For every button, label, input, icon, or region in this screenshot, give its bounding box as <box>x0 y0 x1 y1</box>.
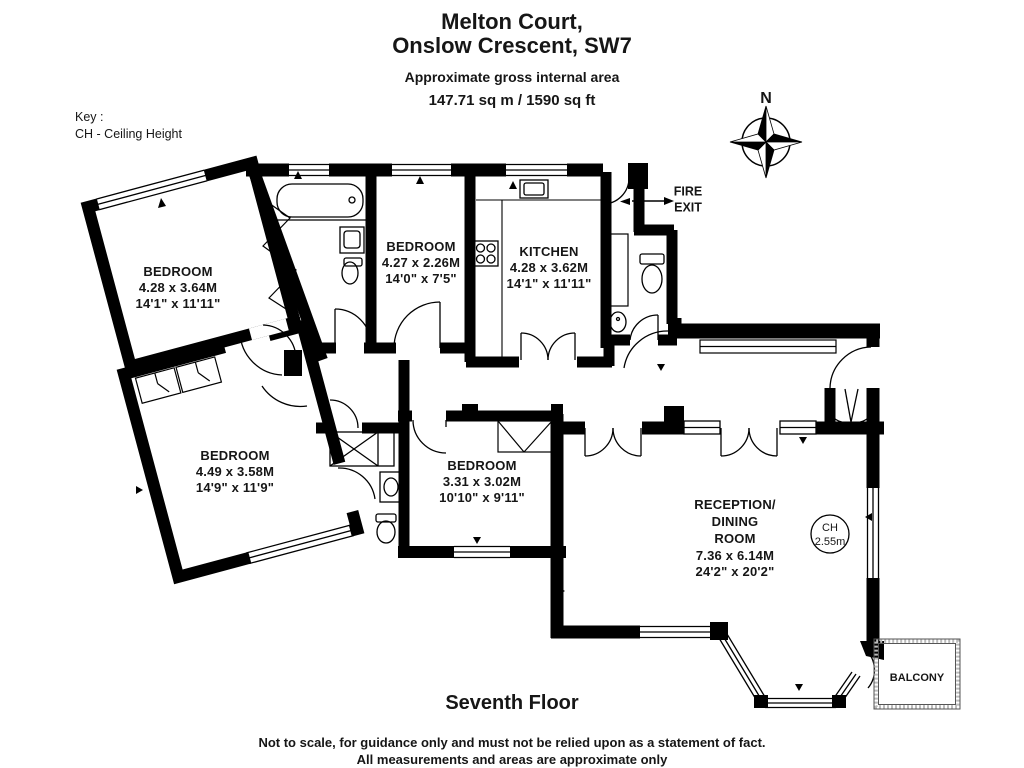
reception-name1: RECEPTION/ <box>694 497 776 512</box>
bedroom-small-imperial: 10'10" x 9'11" <box>439 490 525 505</box>
compass-north-label: N <box>760 90 772 107</box>
bedroom-lower-left-metric: 4.49 x 3.58M <box>195 464 275 479</box>
disclaimer-line1: Not to scale, for guidance only and must… <box>258 735 766 750</box>
key-label: Key : <box>75 110 104 124</box>
balcony-label: BALCONY <box>889 672 945 684</box>
page-title-line2: Onslow Crescent, SW7 <box>392 33 632 58</box>
kitchen-imperial: 14'1" x 11'11" <box>506 276 592 291</box>
reception-name3: ROOM <box>714 531 756 546</box>
reception-imperial: 24'2" x 20'2" <box>695 564 775 579</box>
fire-exit-label-2: EXIT <box>674 200 702 215</box>
bedroom-top-left-walls <box>80 155 303 374</box>
ceiling-height-circle <box>810 514 850 554</box>
disclaimer-line2: All measurements and areas are approxima… <box>356 752 668 767</box>
floor-label: Seventh Floor <box>445 692 579 714</box>
ch-value: 2.55m <box>814 536 846 548</box>
bedroom-top-left-imperial: 14'1" x 11'11" <box>135 296 221 311</box>
kitchen-metric: 4.28 x 3.62M <box>509 260 589 275</box>
fire-exit-arrow <box>620 197 674 205</box>
dimension-ticks <box>108 171 872 691</box>
key-ceiling-height: CH - Ceiling Height <box>75 127 182 141</box>
area-text: 147.71 sq m / 1590 sq ft <box>428 92 596 109</box>
compass-icon <box>729 105 803 179</box>
bedroom-top-left-metric: 4.28 x 3.64M <box>138 280 218 295</box>
bedroom-top-left-name: BEDROOM <box>143 264 213 279</box>
subtitle: Approximate gross internal area <box>404 69 620 85</box>
bedroom-small-metric: 3.31 x 3.02M <box>442 474 522 489</box>
bedroom-mid-imperial: 14'0" x 7'5" <box>385 271 457 286</box>
bedroom-lower-left-imperial: 14'9" x 11'9" <box>195 480 275 495</box>
reception-metric: 7.36 x 6.14M <box>695 548 775 563</box>
page-title-line1: Melton Court, <box>441 9 583 34</box>
balcony-area <box>873 638 961 710</box>
bedroom-mid-metric: 4.27 x 2.26M <box>381 255 461 270</box>
kitchen-name: KITCHEN <box>519 244 579 259</box>
bedroom-mid-name: BEDROOM <box>386 239 456 254</box>
bedroom-lower-left-name: BEDROOM <box>200 448 270 463</box>
ch-label: CH <box>822 522 838 534</box>
fire-exit-label-1: FIRE <box>673 184 703 199</box>
reception-name2: DINING <box>711 514 759 529</box>
bedroom-small-name: BEDROOM <box>447 458 517 473</box>
